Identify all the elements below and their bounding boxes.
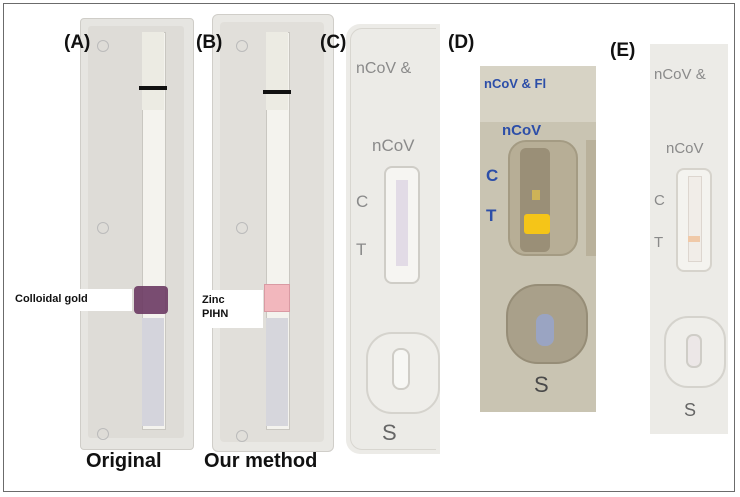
panel-d-window-label: nCoV xyxy=(502,122,542,139)
zinc-pihn-spot xyxy=(264,284,290,312)
panel-c-window-label: nCoV xyxy=(372,136,415,155)
panel-a-label: (A) xyxy=(64,32,91,53)
zinc-pihn-callout-line1: Zinc xyxy=(202,294,225,306)
panel-d-header: nCoV & Fl xyxy=(484,76,547,91)
fluorescent-test-line xyxy=(524,214,550,234)
panel-e-test-line xyxy=(688,236,700,242)
zinc-pihn-callout-line2: PIHN xyxy=(202,308,229,320)
panel-c-t-mark: T xyxy=(356,240,367,259)
panel-e-sample-mark: S xyxy=(684,400,697,420)
panel-c-header: nCoV & xyxy=(356,60,412,77)
panel-d-c-mark: C xyxy=(486,166,499,185)
panel-e-window-label: nCoV xyxy=(666,140,704,157)
panel-e-t-mark: T xyxy=(654,234,664,251)
panel-d-label: (D) xyxy=(448,32,475,53)
panel-c-control-line xyxy=(396,180,408,266)
panel-c-label: (C) xyxy=(320,32,347,53)
zinc-pihn-callout: Zinc PIHN xyxy=(197,290,263,328)
panel-b-label: (B) xyxy=(196,32,223,53)
figure-frame xyxy=(3,3,735,492)
panel-b-sample-pad xyxy=(266,318,288,426)
panel-c-sample-mark: S xyxy=(382,420,397,445)
panel-d-sample-mark: S xyxy=(534,372,549,397)
panel-a-sample-pad xyxy=(142,318,164,426)
colloidal-gold-callout: Colloidal gold xyxy=(10,289,132,311)
panel-e-header: nCoV & xyxy=(654,66,706,83)
panel-c-c-mark: C xyxy=(356,192,369,211)
panel-d-t-mark: T xyxy=(486,206,497,225)
panel-b-caption: Our method xyxy=(204,450,318,472)
colloidal-gold-spot xyxy=(134,286,168,314)
panel-a-caption: Original xyxy=(86,450,162,472)
panel-e-c-mark: C xyxy=(654,192,665,209)
panel-e-label: (E) xyxy=(610,40,636,61)
